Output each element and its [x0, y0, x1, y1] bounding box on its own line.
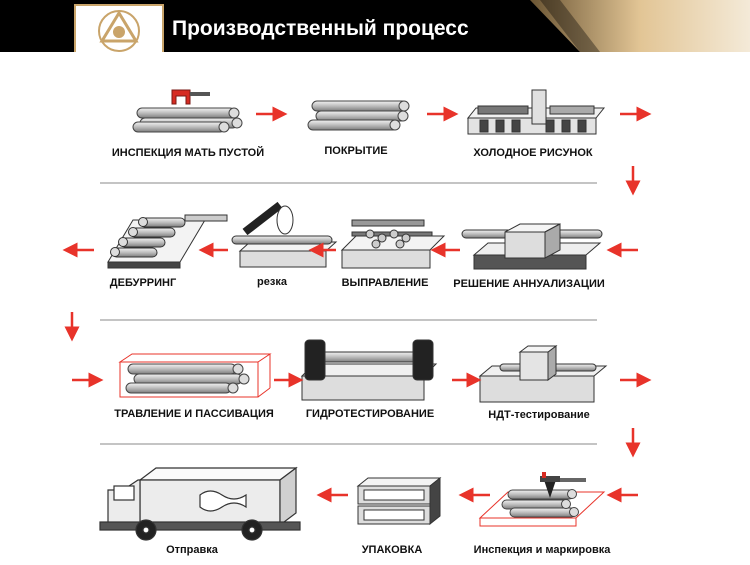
marking-inspection-icon: [478, 472, 606, 527]
deburring-rack-icon: [107, 214, 228, 269]
tube-inspection-icon: [132, 89, 243, 133]
step-label-coating: ПОКРЫТИЕ: [324, 145, 388, 157]
company-logo-icon: [98, 10, 140, 52]
cold-drawing-machine-icon: [466, 89, 606, 135]
pickling-tank-icon: [118, 353, 272, 398]
flow-arrow: [72, 372, 652, 458]
step-label-ndt-testing: НДТ-тестирование: [488, 409, 590, 421]
packing-box-icon: [356, 476, 442, 526]
step-label-cutting: резка: [257, 276, 287, 288]
step-label-shipping: Отправка: [166, 544, 218, 556]
step-label-packing: УПАКОВКА: [361, 544, 423, 556]
hydrotest-machine-icon: [300, 339, 438, 401]
straightening-machine-icon: [340, 219, 446, 269]
step-label-solution-annealing: РЕШЕНИЕ АННУАЛИЗАЦИИ: [453, 278, 605, 290]
step-label-inspection-marking: Инспекция и маркировка: [473, 544, 611, 556]
step-label-straightening: ВЫПРАВЛЕНИЕ: [341, 277, 429, 289]
step-label-deburring: ДЕБУРРИНГ: [109, 277, 177, 289]
flow-arrow: [62, 242, 638, 342]
step-label-cold-drawing: ХОЛОДНОЕ РИСУНОК: [473, 147, 593, 159]
step-label-inspection-mother-tube: ИНСПЕКЦИЯ МАТЬ ПУСТОЙ: [111, 147, 265, 159]
tube-stack-icon: [307, 100, 410, 131]
step-label-hydrotesting: ГИДРОТЕСТИРОВАНИЕ: [305, 408, 435, 420]
page-title: Производственный процесс: [172, 17, 469, 40]
saw-cutting-icon: [231, 201, 338, 268]
annealing-furnace-icon: [461, 223, 603, 270]
ndt-machine-icon: [478, 345, 608, 403]
step-label-pickling-passivation: ТРАВЛЕНИЕ И ПАССИВАЦИЯ: [114, 408, 274, 420]
truck-icon: [99, 466, 301, 541]
header-bar: [0, 0, 750, 52]
flow-arrow: [256, 106, 652, 196]
